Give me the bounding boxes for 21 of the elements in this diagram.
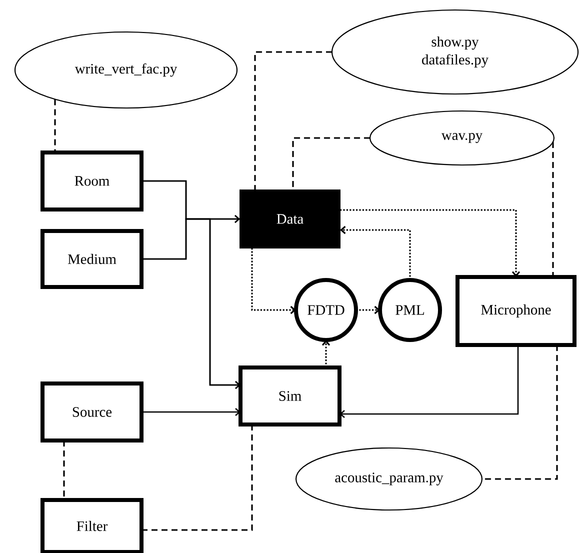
dotted-arrow <box>340 226 411 280</box>
dashed-connector <box>482 345 558 480</box>
dashed-connector <box>292 137 370 190</box>
dashed-connector <box>142 424 253 531</box>
dotted-arrow <box>356 306 380 314</box>
module-box: Room <box>40 150 144 212</box>
arrow <box>340 345 519 418</box>
module-box: Filter <box>40 498 144 553</box>
dashed-connector <box>54 99 56 152</box>
dotted-arrow <box>322 340 330 368</box>
dashed-connector <box>254 51 332 190</box>
module-box: Sim <box>238 366 342 426</box>
module-box: Source <box>40 382 144 442</box>
dotted-arrow <box>340 209 520 277</box>
arrow <box>142 218 240 389</box>
data-box: Data <box>240 190 340 248</box>
module-box: Microphone <box>456 275 576 347</box>
dashed-connector <box>552 142 554 277</box>
dotted-arrow <box>251 248 296 314</box>
arrow <box>142 408 240 416</box>
module-box: Medium <box>40 229 144 289</box>
